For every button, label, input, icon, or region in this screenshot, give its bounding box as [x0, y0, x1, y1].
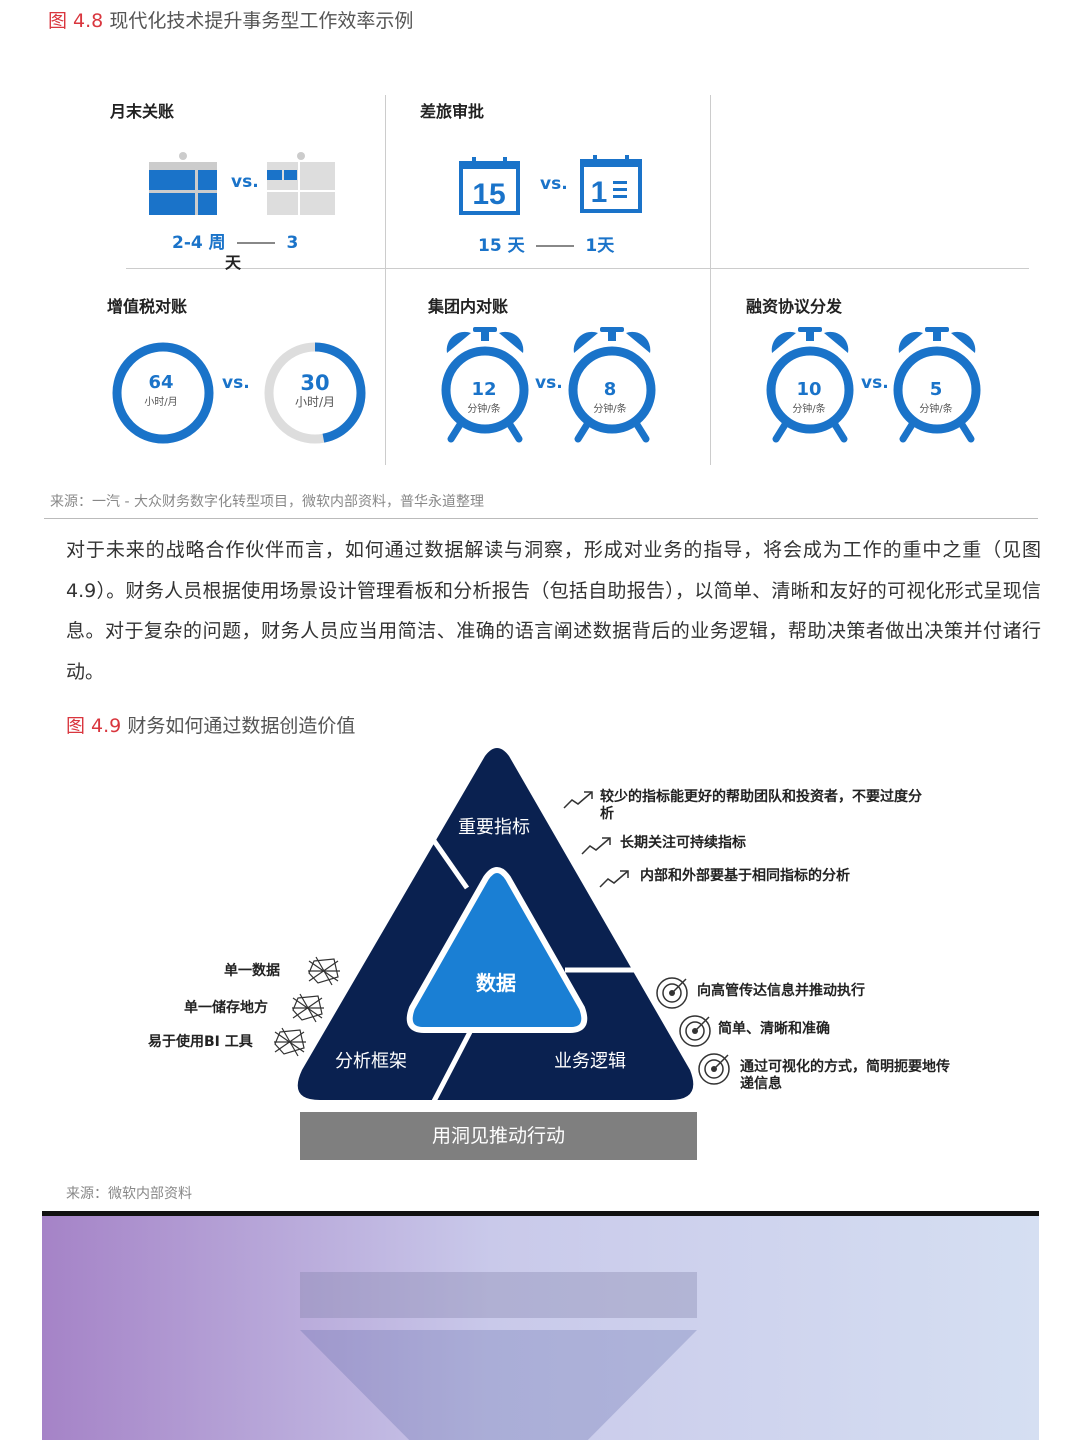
unit: 小时/月	[144, 397, 178, 408]
top-note: 长期关注可持续指标	[620, 835, 746, 851]
divider	[385, 95, 386, 465]
clock-label: 5 分钟/条	[896, 379, 976, 416]
month-close-comparison: 2-4 周 3	[172, 228, 298, 253]
calendar-partial-icon	[267, 152, 335, 215]
trend-arrow-icon	[581, 837, 611, 855]
value: 30	[300, 371, 330, 395]
unit: 分钟/条	[593, 404, 627, 415]
network-icon	[292, 993, 324, 1023]
value: 10	[796, 379, 822, 400]
cell-title-financing: 融资协议分发	[746, 297, 843, 316]
value: 64	[148, 372, 174, 393]
data-value-pyramid	[297, 748, 694, 1107]
action-bar: 用洞见推动行动	[300, 1112, 697, 1160]
divider	[710, 95, 711, 465]
donut-before	[112, 342, 214, 444]
left-note: 单一储存地方	[184, 1000, 268, 1016]
figure-title-text: 财务如何通过数据创造价值	[127, 715, 356, 737]
vs-label: vs.	[861, 373, 889, 393]
calendar-number: 1	[591, 176, 608, 209]
clock-label: 8 分钟/条	[570, 379, 650, 416]
figure-4-8-source: 来源：一汽 - 大众财务数字化转型项目，微软内部资料，普华永道整理	[50, 494, 484, 510]
vs-label: vs.	[535, 373, 563, 393]
network-icon	[308, 956, 340, 986]
network-icon	[274, 1027, 306, 1057]
value: 8	[603, 379, 617, 400]
cell-title-group: 集团内对账	[428, 297, 509, 316]
cell-title-month-close: 月末关账	[110, 102, 175, 121]
divider	[126, 268, 1029, 269]
vs-label: vs.	[540, 174, 568, 194]
alarm-clock-icon	[568, 327, 656, 443]
donut-after	[264, 342, 366, 444]
value: 5	[929, 379, 943, 400]
calendar-full-icon	[149, 152, 217, 215]
pyramid-center	[406, 867, 588, 1033]
unit: 小时/月	[294, 395, 336, 409]
right-note: 简单、清晰和准确	[718, 1021, 830, 1037]
target-icon	[656, 977, 688, 1009]
vs-label: vs.	[231, 172, 259, 192]
trend-arrow-icon	[599, 870, 629, 888]
segment-top-label: 重要指标	[458, 817, 530, 838]
travel-comparison: 15 天 1天	[478, 231, 614, 256]
figure-number: 图 4.9	[66, 715, 122, 737]
reflection-panel	[42, 1216, 1039, 1440]
clock-label: 10 分钟/条	[769, 379, 849, 416]
figure-4-9-source: 来源：微软内部资料	[66, 1186, 192, 1202]
segment-right-label: 业务逻辑	[554, 1051, 626, 1072]
alarm-clock-icon	[441, 327, 529, 443]
figure-4-8-title: 图 4.8 现代化技术提升事务型工作效率示例	[48, 6, 413, 33]
donut-after-fill	[264, 342, 366, 444]
top-note: 较少的指标能更好的帮助团队和投资者，不要过度分析	[600, 789, 922, 822]
before-value: 15 天	[478, 236, 525, 256]
target-icon	[679, 1015, 711, 1047]
right-note: 向高管传达信息并推动执行	[697, 983, 865, 999]
figure-4-9-title: 图 4.9 财务如何通过数据创造价值	[66, 711, 355, 738]
divider	[44, 518, 1038, 519]
alarm-clock-icon	[893, 327, 981, 443]
target-icon	[698, 1053, 730, 1085]
calendar-1-icon: 1	[580, 155, 642, 213]
right-note: 通过可视化的方式，简明扼要地传递信息	[740, 1059, 950, 1092]
segment-left-label: 分析框架	[335, 1051, 407, 1072]
unit: 分钟/条	[919, 404, 953, 415]
segment-center-label: 数据	[476, 971, 516, 995]
after-unit: 天	[225, 253, 242, 272]
alarm-clock-icon	[766, 327, 854, 443]
cell-title-travel: 差旅审批	[420, 102, 485, 121]
reflection-pyramid	[300, 1330, 697, 1440]
unit: 分钟/条	[467, 404, 501, 415]
trend-arrow-icon	[563, 791, 593, 809]
reflection-edge	[42, 1211, 1039, 1216]
figure-title-text: 现代化技术提升事务型工作效率示例	[109, 10, 414, 32]
left-note: 单一数据	[224, 963, 280, 979]
calendar-number: 15	[472, 178, 505, 211]
unit: 分钟/条	[792, 404, 826, 415]
left-note: 易于使用BI 工具	[148, 1034, 253, 1050]
clock-label: 12 分钟/条	[444, 379, 524, 416]
value: 12	[471, 379, 497, 400]
body-paragraph: 对于未来的战略合作伙伴而言，如何通过数据解读与洞察，形成对业务的指导，将会成为工…	[66, 539, 1041, 683]
after-value: 1天	[585, 236, 615, 256]
calendar-15-icon: 15	[459, 157, 520, 215]
figure-number: 图 4.8	[48, 10, 104, 32]
top-note: 内部和外部要基于相同指标的分析	[640, 868, 850, 884]
cell-title-vat: 增值税对账	[107, 297, 188, 316]
donut-before-label: 64 小时/月	[121, 372, 201, 409]
after-value: 3	[286, 233, 299, 253]
vs-label: vs.	[222, 373, 250, 393]
before-value: 2-4 周	[172, 233, 226, 253]
reflection-bar	[300, 1272, 697, 1318]
